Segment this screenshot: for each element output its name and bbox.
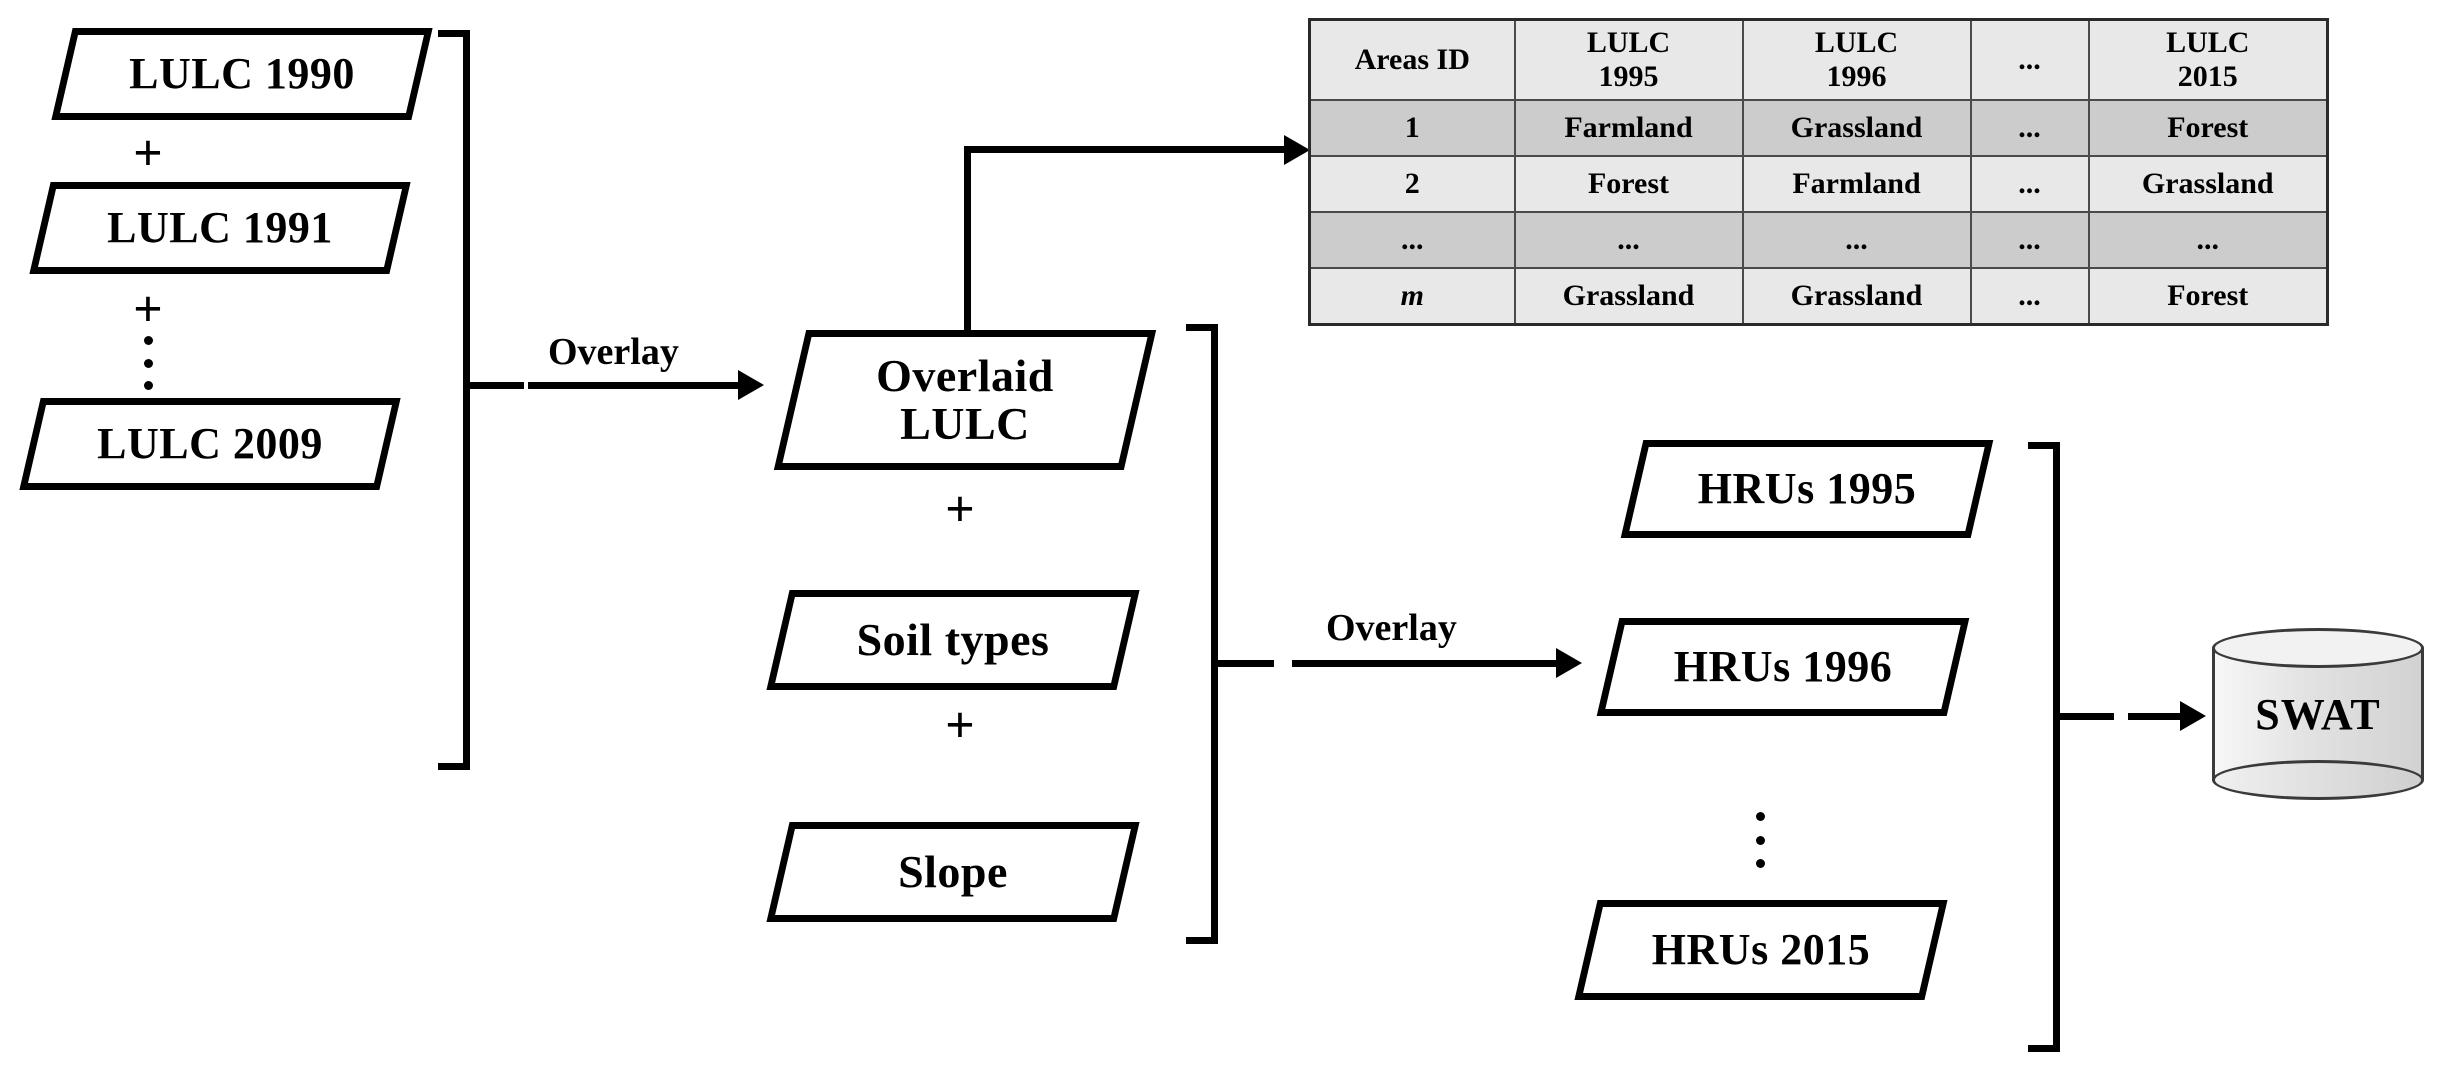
table-cell-lulc-1995: ... (1513, 211, 1744, 269)
node-hrus-2015-label: HRUs 2015 (1651, 924, 1871, 974)
bracket-hrus-stub (2058, 713, 2114, 720)
bracket-middle-inputs (1186, 324, 1218, 944)
node-swat-database[interactable]: SWAT (2212, 628, 2424, 800)
table-cell-lulc-2015: Grassland (2087, 155, 2329, 213)
connector-overlaid-to-table-arrowhead (1284, 135, 1310, 165)
node-slope-label: Slope (898, 845, 1008, 897)
node-lulc-1991[interactable]: LULC 1991 (29, 182, 411, 274)
plus-input-2: + (133, 281, 163, 338)
table-row: 2 Forest Farmland ... Grassland (1308, 155, 2329, 213)
table-cell-lulc-2015: ... (2087, 211, 2329, 269)
bracket-inputs (438, 30, 470, 770)
input-vertical-ellipsis-icon (143, 336, 153, 390)
bracket-inputs-stub (468, 382, 524, 389)
node-slope[interactable]: Slope (766, 822, 1140, 922)
plus-input-1: + (133, 125, 163, 182)
node-hrus-1995-label: HRUs 1995 (1697, 463, 1917, 513)
node-lulc-1990[interactable]: LULC 1990 (51, 28, 433, 120)
table-cell-lulc-1996: Grassland (1741, 267, 1972, 326)
node-overlaid-lulc[interactable]: Overlaid LULC (773, 330, 1157, 470)
plus-middle-1: + (945, 481, 975, 538)
table-header-row: Areas ID LULC 1995 LULC 1996 ... LULC 20… (1308, 18, 2329, 101)
node-hrus-1996-label: HRUs 1996 (1673, 641, 1893, 691)
table-cell-lulc-1995: Farmland (1513, 99, 1744, 157)
output-vertical-ellipsis-icon (1755, 812, 1765, 868)
node-soil-types[interactable]: Soil types (766, 590, 1140, 690)
node-soil-types-label: Soil types (856, 613, 1050, 665)
table-row: m Grassland Grassland ... Forest (1308, 267, 2329, 326)
lulc-change-table: Areas ID LULC 1995 LULC 1996 ... LULC 20… (1308, 18, 2329, 326)
table-cell-lulc-1995: Forest (1513, 155, 1744, 213)
edge-label-overlay-1: Overlay (548, 331, 679, 373)
table-cell-id: m (1308, 267, 1516, 326)
cylinder-bottom-ellipse (2212, 760, 2424, 800)
arrow-to-swat-head (2180, 701, 2206, 731)
table-cell-lulc-1996: Grassland (1741, 99, 1972, 157)
connector-overlaid-to-table-horizontal (964, 146, 1288, 153)
node-lulc-1990-label: LULC 1990 (129, 48, 355, 98)
cylinder-body (2212, 648, 2424, 780)
arrow-overlay-1-head (738, 370, 764, 400)
table-cell-lulc-1996: ... (1741, 211, 1972, 269)
table-cell-lulc-1996: Farmland (1741, 155, 1972, 213)
cylinder-top-ellipse (2212, 628, 2424, 668)
table-cell-lulc-2015: Forest (2087, 99, 2329, 157)
bracket-middle-inputs-stub (1216, 660, 1274, 667)
plus-middle-2: + (945, 697, 975, 754)
table-cell-lulc-2015: Forest (2087, 267, 2329, 326)
arrow-overlay-1-line (528, 382, 740, 389)
node-hrus-1996[interactable]: HRUs 1996 (1596, 618, 1970, 716)
node-hrus-2015[interactable]: HRUs 2015 (1574, 900, 1948, 1000)
table-cell-ellipsis: ... (1969, 211, 2090, 269)
table-cell-id: ... (1308, 211, 1516, 269)
arrow-overlay-2-head (1556, 648, 1582, 678)
table-header-lulc-1996: LULC 1996 (1741, 18, 1972, 101)
node-overlaid-lulc-label: Overlaid LULC (876, 349, 1054, 449)
node-hrus-1995[interactable]: HRUs 1995 (1620, 440, 1994, 538)
table-header-lulc-1995: LULC 1995 (1513, 18, 1744, 101)
table-row: 1 Farmland Grassland ... Forest (1308, 99, 2329, 157)
connector-overlaid-to-table-vertical (964, 146, 971, 336)
table-header-lulc-2015: LULC 2015 (2087, 18, 2329, 101)
table-cell-id: 2 (1308, 155, 1516, 213)
node-lulc-2009-label: LULC 2009 (97, 418, 323, 468)
table-row: ... ... ... ... ... (1308, 211, 2329, 269)
table-header-ellipsis: ... (1969, 18, 2090, 101)
table-cell-ellipsis: ... (1969, 155, 2090, 213)
bracket-hrus (2028, 442, 2060, 1052)
table-header-areas-id: Areas ID (1308, 18, 1516, 101)
table-cell-ellipsis: ... (1969, 267, 2090, 326)
table-cell-id: 1 (1308, 99, 1516, 157)
node-lulc-1991-label: LULC 1991 (107, 202, 333, 252)
arrow-overlay-2-line (1292, 660, 1560, 667)
table-cell-lulc-1995: Grassland (1513, 267, 1744, 326)
arrow-to-swat-line (2128, 713, 2184, 720)
node-swat-label: SWAT (2255, 689, 2381, 739)
edge-label-overlay-2: Overlay (1326, 607, 1457, 649)
table-cell-ellipsis: ... (1969, 99, 2090, 157)
node-lulc-2009[interactable]: LULC 2009 (19, 398, 401, 490)
